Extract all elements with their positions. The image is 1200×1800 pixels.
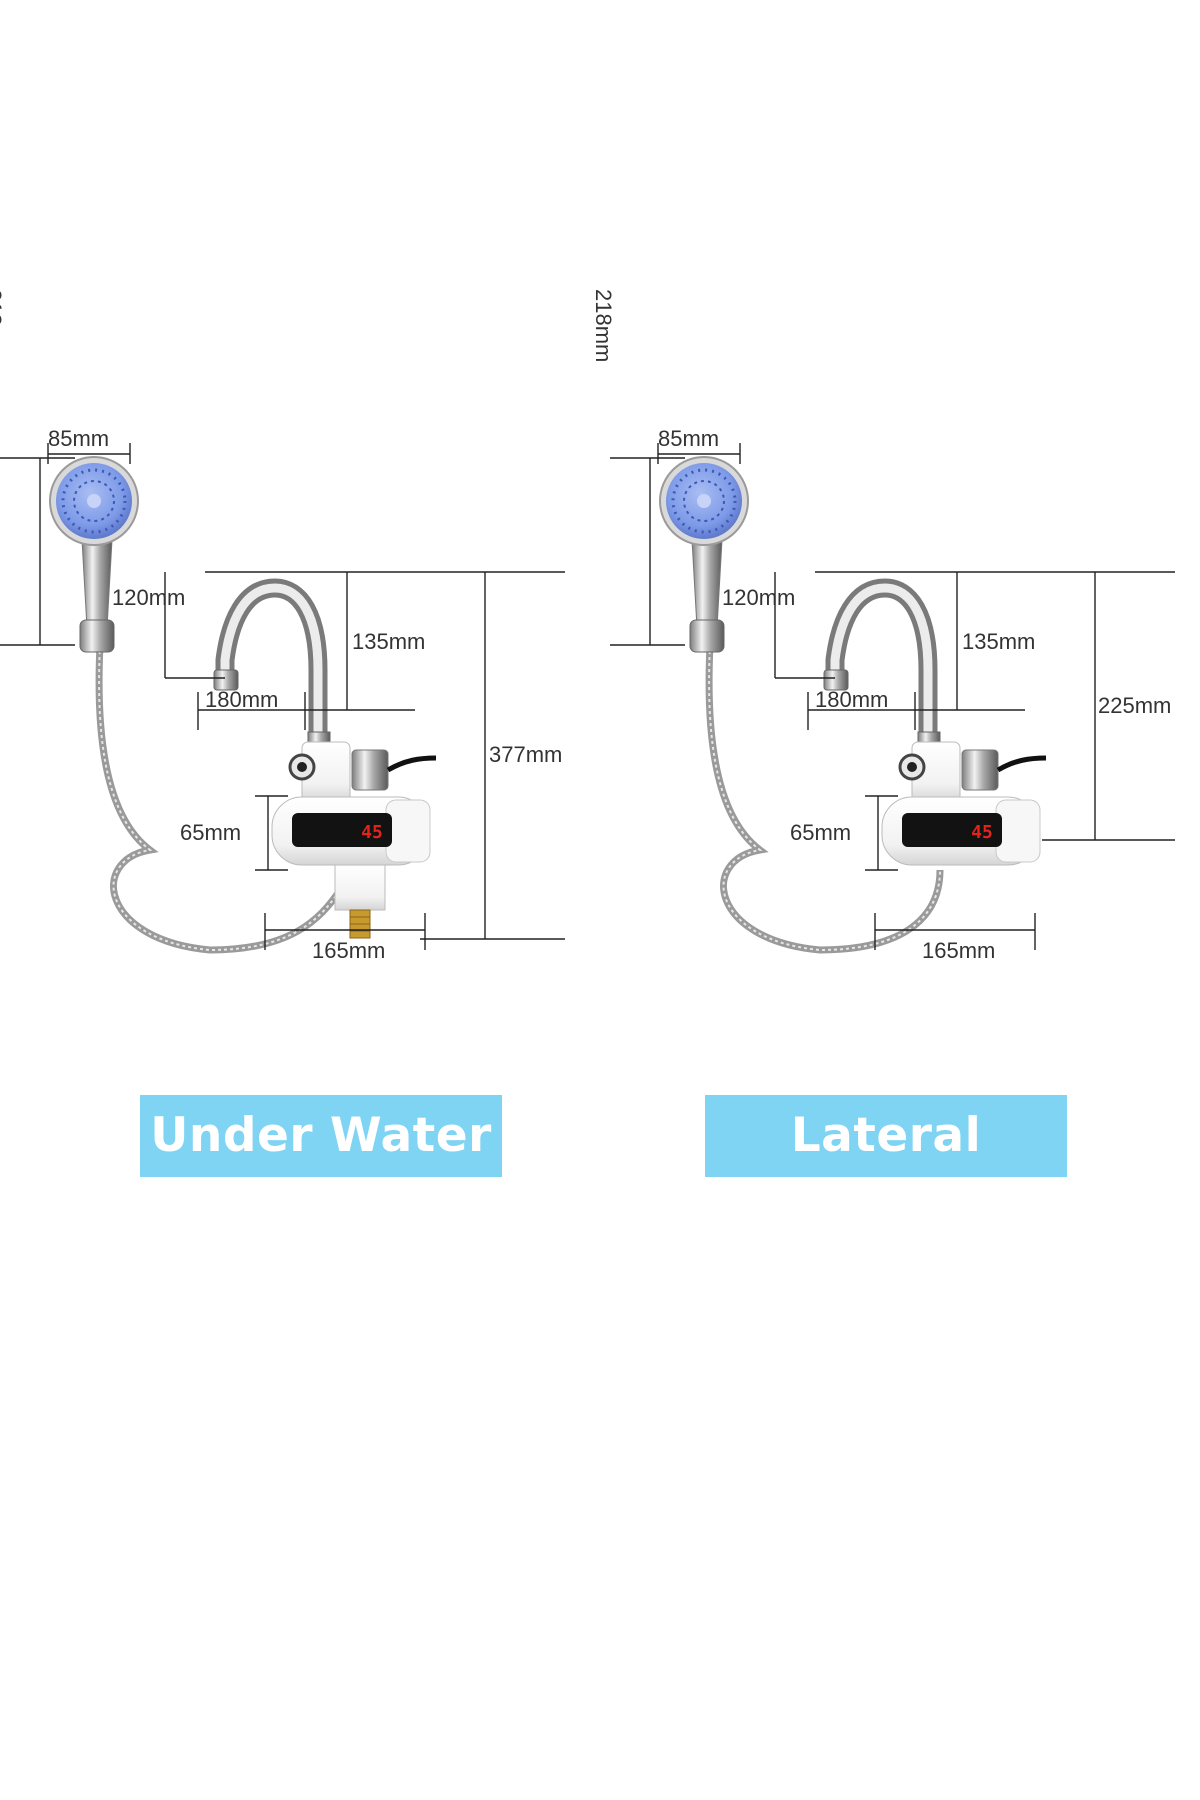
- lateral-water-caption: Lateral Water: [705, 1095, 1067, 1245]
- handle-height-label: 218mm: [591, 289, 616, 362]
- shower-hose: [95, 644, 343, 954]
- display-reading: 45: [361, 822, 383, 843]
- spout: [213, 578, 331, 763]
- under-water-diagram: 45: [0, 289, 565, 963]
- spout-reach-label: 180mm: [815, 687, 888, 712]
- dimension-lines: [610, 443, 1175, 950]
- spout-height-label: 135mm: [352, 629, 425, 654]
- body-width-label: 165mm: [922, 938, 995, 963]
- spout-drop-label: 120mm: [722, 585, 795, 610]
- spout-reach-label: 180mm: [205, 687, 278, 712]
- under-water-caption: Under Water: [140, 1095, 502, 1177]
- under-water-panel: 45: [0, 289, 600, 1180]
- handle-height-label: 218mm: [0, 289, 6, 362]
- body-height-label: 65mm: [790, 820, 851, 845]
- body-height-label: 65mm: [180, 820, 241, 845]
- spout: [823, 578, 941, 763]
- head-width-label: 85mm: [658, 426, 719, 451]
- lateral-water-panel: 45: [591, 289, 1200, 1245]
- shower-head: [49, 456, 139, 653]
- spout-drop-label: 120mm: [112, 585, 185, 610]
- head-width-label: 85mm: [48, 426, 109, 451]
- heater-body: 45: [881, 741, 1047, 866]
- display-reading: 45: [971, 822, 993, 843]
- heater-body: 45: [271, 741, 437, 939]
- body-width-label: 165mm: [312, 938, 385, 963]
- dimension-lines: [0, 443, 565, 950]
- shower-head: [659, 456, 749, 653]
- digital-display: [292, 813, 392, 847]
- spout-height-label: 135mm: [962, 629, 1035, 654]
- total-height-label: 377mm: [489, 742, 562, 767]
- digital-display: [902, 813, 1002, 847]
- total-height-label: 225mm: [1098, 693, 1171, 718]
- lateral-water-diagram: 45: [591, 289, 1175, 963]
